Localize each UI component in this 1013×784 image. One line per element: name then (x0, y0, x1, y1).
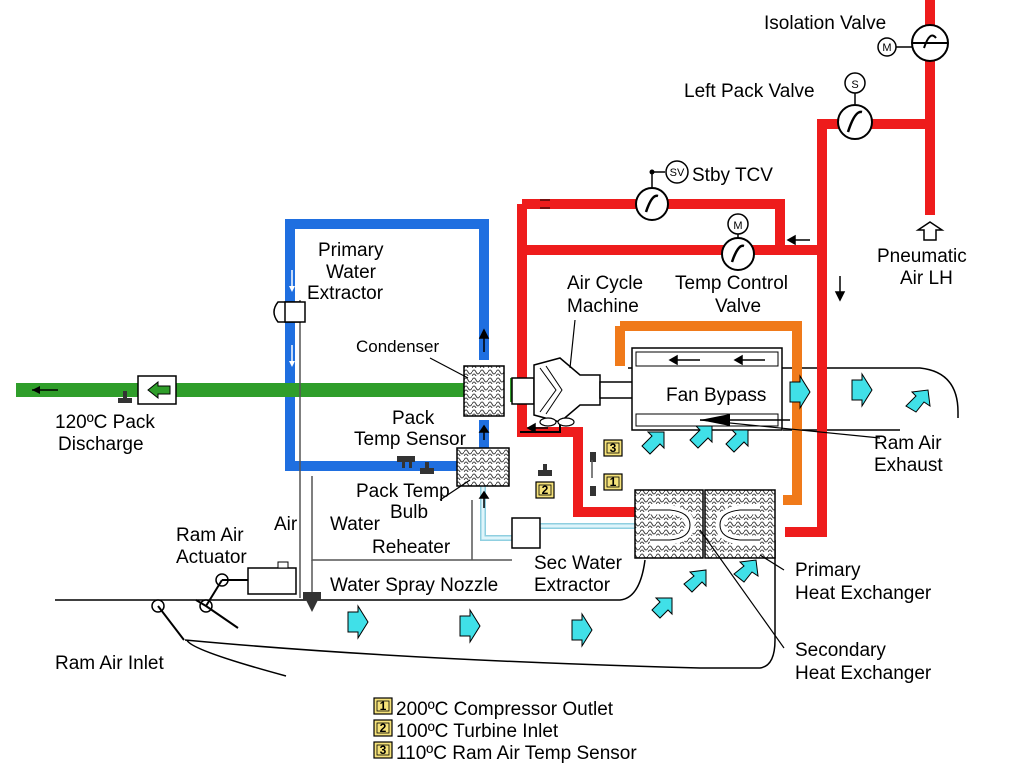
ram-air-exhaust-label-2: Exhaust (874, 455, 943, 476)
ram-air-actuator-label-2: Actuator (176, 547, 247, 568)
pack-temp-bulb-label-2: Bulb (390, 502, 428, 523)
primary-water-extractor-label: Primary (318, 240, 384, 261)
svg-text:SV: SV (670, 167, 685, 179)
primary-water-extractor-label-2: Water (326, 262, 377, 283)
secondary-heat-exchanger (704, 489, 776, 559)
temp-control-valve-label: Temp Control (675, 273, 788, 294)
pneumatic-label: Pneumatic (877, 246, 967, 267)
legend-text: 110ºC Ram Air Temp Sensor (396, 743, 637, 764)
isolation-valve-label: Isolation Valve (764, 13, 886, 34)
stby-tcv-label: Stby TCV (692, 165, 773, 186)
left-pack-valve-label: Left Pack Valve (684, 81, 815, 102)
svg-text:M: M (733, 220, 742, 232)
labels: Isolation Valve Left Pack Valve Stby TCV… (55, 13, 967, 684)
water-label: Water (330, 514, 381, 535)
temp-control-valve: M (721, 213, 755, 271)
sensor-badge-2: 2 (535, 481, 555, 499)
pack-temp-sensor-label: Pack (392, 408, 435, 429)
pack-discharge-label-2: Discharge (58, 434, 144, 455)
sensor-icons-compressor (590, 452, 596, 496)
ram-air-flow-arrows (347, 372, 931, 648)
solenoid-icon (844, 72, 866, 94)
pneumatic-source-arrow-icon (915, 221, 945, 241)
temp-control-valve-label-2: Valve (715, 296, 761, 317)
legend-item: 1 200ºC Compressor Outlet (373, 697, 614, 720)
stby-solenoid-icon (665, 160, 689, 184)
fan-bypass-label: Fan Bypass (666, 385, 766, 406)
sec-water-extractor-label: Sec Water (534, 553, 623, 574)
sensor-badge-3: 3 (603, 439, 623, 457)
sensor-line (520, 424, 561, 433)
svg-text:3: 3 (380, 743, 387, 757)
cold-air-loop (285, 219, 489, 471)
compressor-outlet-line (615, 321, 802, 505)
pneumatic-label-2: Air LH (900, 268, 953, 289)
svg-text:2: 2 (542, 483, 549, 497)
left-pack-valve: S (837, 72, 873, 140)
secondary-hx-label: Secondary (795, 640, 886, 661)
pack-discharge-label: 120ºC Pack (55, 412, 155, 433)
flow-arrows (289, 199, 846, 508)
svg-text:1: 1 (380, 699, 387, 713)
isolation-valve: M (877, 24, 949, 62)
pack-discharge-line (16, 378, 540, 402)
discharge-temp-sensor-icon (118, 391, 132, 403)
legend: 1 200ºC Compressor Outlet 2 100ºC Turbin… (373, 697, 637, 764)
svg-text:1: 1 (610, 475, 617, 489)
legend-text: 100ºC Turbine Inlet (396, 721, 559, 742)
air-cycle-machine-label-2: Machine (567, 296, 639, 317)
legend-item: 3 110ºC Ram Air Temp Sensor (373, 741, 637, 764)
check-valve (137, 375, 177, 405)
stby-tcv-valve: SV (635, 160, 689, 221)
svg-text:M: M (882, 42, 891, 54)
primary-water-extractor-label-3: Extractor (307, 283, 384, 304)
condenser-label: Condenser (356, 337, 440, 356)
water-spray-nozzle (303, 592, 321, 612)
sensor-badge-1: 1 (603, 473, 623, 491)
sec-water-extractor (511, 517, 541, 549)
ram-air-exhaust-label: Ram Air (874, 433, 942, 454)
water-spray-nozzle-label: Water Spray Nozzle (330, 575, 498, 596)
water-lines (299, 300, 512, 598)
pack-temp-bulb-icon (420, 462, 434, 474)
reheater-label: Reheater (372, 537, 451, 558)
sec-water-extractor-label-2: Extractor (534, 575, 611, 596)
primary-water-extractor (273, 301, 306, 323)
pack-temp-bulb-label: Pack Temp (356, 481, 450, 502)
pack-temp-sensor-icon (397, 456, 415, 468)
motor-icon (727, 213, 749, 235)
ram-air-actuator (151, 561, 297, 641)
condenser (463, 365, 505, 417)
ram-air-actuator-label: Ram Air (176, 525, 244, 546)
svg-text:2: 2 (380, 721, 387, 735)
air-cycle-machine-label: Air Cycle (567, 273, 643, 294)
legend-item: 2 100ºC Turbine Inlet (373, 719, 559, 742)
reheater (456, 447, 510, 487)
secondary-hx-label-2: Heat Exchanger (795, 663, 932, 684)
svg-text:3: 3 (610, 441, 617, 455)
turbine-inlet-sensor-icon (538, 464, 552, 476)
ram-air-inlet-label: Ram Air Inlet (55, 653, 164, 674)
air-label: Air (274, 514, 298, 535)
svg-text:S: S (851, 79, 858, 91)
primary-hx-label-2: Heat Exchanger (795, 583, 932, 604)
leader-lines (429, 319, 881, 649)
legend-text: 200ºC Compressor Outlet (396, 699, 614, 720)
primary-hx-label: Primary (795, 560, 861, 581)
pack-temp-sensor-label-2: Temp Sensor (354, 429, 467, 450)
